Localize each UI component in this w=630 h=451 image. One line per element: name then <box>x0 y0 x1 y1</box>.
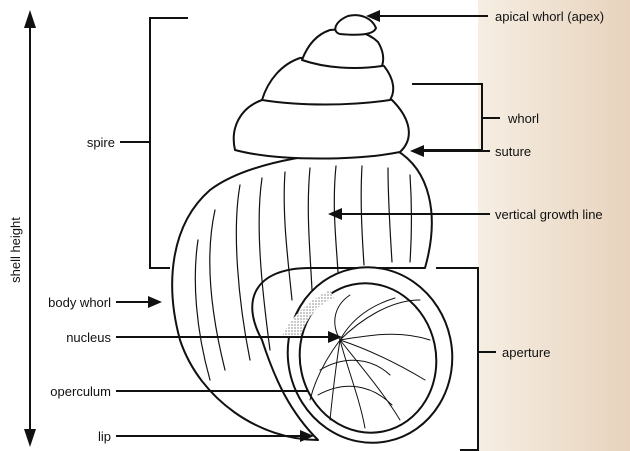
label-spire: spire <box>87 135 115 150</box>
whorl-4 <box>302 30 383 69</box>
label-whorl: whorl <box>507 111 539 126</box>
label-body-whorl: body whorl <box>48 295 111 310</box>
label-shell-height: shell height <box>8 217 23 283</box>
body-whorl-arrowhead <box>148 296 162 308</box>
shell-height-arrow-bottom <box>24 429 36 447</box>
label-aperture: aperture <box>502 345 550 360</box>
label-apex: apical whorl (apex) <box>495 9 604 24</box>
label-suture: suture <box>495 144 531 159</box>
suture-arrowhead <box>410 145 424 157</box>
label-nucleus: nucleus <box>66 330 111 345</box>
label-lip: lip <box>98 429 111 444</box>
apex-whorl <box>335 15 376 35</box>
label-operculum: operculum <box>50 384 111 399</box>
background-panel <box>478 0 630 451</box>
label-growth-line: vertical growth line <box>495 207 603 222</box>
whorl-bracket <box>412 84 482 150</box>
shell-height-arrow-top <box>24 10 36 28</box>
shell-illustration <box>172 15 468 451</box>
